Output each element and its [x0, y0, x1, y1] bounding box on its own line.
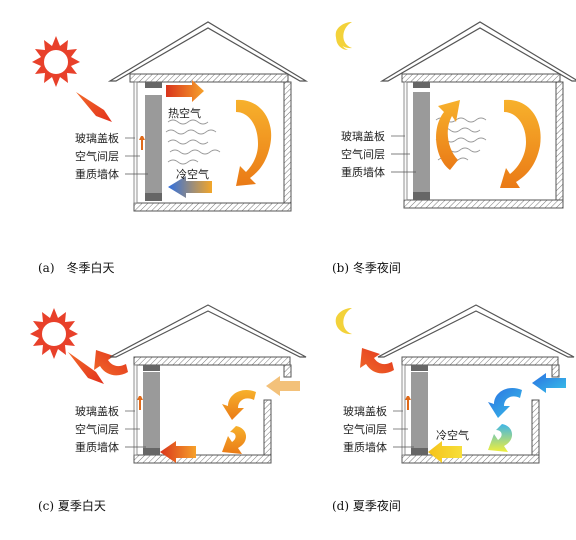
panel-a: 热空气 冷空气 玻璃盖板 空气间层 重质墙体 (a) 冬季白天	[32, 21, 309, 275]
swirl-arrow-upper-icon	[488, 387, 522, 418]
vent-top	[411, 365, 428, 371]
right-wall-upper	[551, 364, 560, 378]
heat-wave-icon	[165, 119, 221, 165]
right-wall-lower	[531, 399, 540, 463]
heavy-wall-label: 重质墙体	[75, 167, 119, 181]
panel-d-caption: (d) 夏季夜间	[332, 498, 401, 513]
moon-icon	[335, 308, 352, 335]
right-wall-upper	[283, 364, 292, 378]
glass-cover-label: 玻璃盖板	[341, 129, 385, 143]
right-wall	[555, 81, 564, 208]
exhaust-arrow-icon	[94, 350, 128, 376]
floor-slab	[133, 202, 292, 212]
glass-cover	[403, 81, 408, 201]
hot-air-arrow-icon	[166, 80, 204, 102]
vent-top	[145, 82, 162, 88]
floor-slab	[133, 454, 272, 464]
vent-bottom	[413, 192, 430, 200]
intake-arrow-icon	[266, 376, 300, 396]
vent-top	[413, 82, 430, 88]
air-layer-label: 空气间层	[75, 422, 119, 436]
sun-icon	[32, 36, 80, 87]
swirl-arrow-lower-icon	[488, 424, 513, 452]
wall-loop-arrow-icon	[436, 100, 460, 170]
glass-cover	[133, 364, 138, 456]
cold-air-arrow-icon	[168, 176, 212, 198]
vent-top	[143, 365, 160, 371]
hot-air-label: 热空气	[168, 106, 201, 120]
panel-a-caption: (a) 冬季白天	[38, 260, 115, 275]
circulation-arrow-icon	[500, 99, 541, 188]
ceiling-slab	[401, 356, 559, 366]
vent-bottom	[143, 448, 160, 455]
swirl-arrow-lower-icon	[222, 426, 247, 454]
cold-air-label: 冷空气	[436, 428, 469, 442]
panel-c: 玻璃盖板 空气间层 重质墙体 (c) 夏季白天	[30, 304, 307, 513]
heavy-wall	[145, 95, 162, 195]
ceiling-slab	[401, 73, 561, 83]
sun-icon	[30, 308, 78, 359]
updraft-arrow-icon	[137, 396, 143, 410]
house-roof	[107, 21, 309, 82]
heavy-wall	[413, 92, 430, 192]
house-roof	[109, 304, 307, 358]
air-layer-label: 空气间层	[75, 149, 119, 163]
intake-arrow-icon	[532, 373, 566, 393]
heavy-wall	[411, 372, 428, 448]
circulation-arrow-icon	[236, 99, 272, 186]
return-arrow-icon	[160, 441, 196, 463]
ceiling-slab	[129, 73, 289, 83]
heavy-wall-label: 重质墙体	[343, 440, 387, 454]
heavy-wall-label: 重质墙体	[75, 440, 119, 454]
ceiling-slab	[133, 356, 291, 366]
panel-d: 冷空气 玻璃盖板 空气间层 重质墙体 (d) 夏季夜间	[332, 304, 575, 513]
sun-ray-icon	[68, 352, 104, 384]
house-roof	[377, 304, 575, 358]
air-layer-label: 空气间层	[341, 147, 385, 161]
glass-cover-label: 玻璃盖板	[343, 404, 387, 418]
glass-cover	[133, 81, 138, 204]
vent-bottom	[411, 448, 428, 455]
glass-cover-label: 玻璃盖板	[75, 404, 119, 418]
panel-c-caption: (c) 夏季白天	[38, 498, 106, 513]
glass-cover	[401, 364, 406, 456]
exhaust-arrow-icon	[360, 348, 394, 374]
cold-air-label: 冷空气	[176, 167, 209, 181]
updraft-arrow-icon	[139, 136, 145, 150]
glass-cover-label: 玻璃盖板	[75, 131, 119, 145]
swirl-arrow-upper-icon	[222, 389, 256, 420]
house-roof	[379, 21, 576, 82]
sun-ray-icon	[76, 92, 112, 122]
right-wall-lower	[263, 399, 272, 463]
floor-slab	[403, 199, 564, 209]
cool-return-arrow-icon	[428, 441, 462, 463]
updraft-arrow-icon	[405, 396, 411, 410]
panel-b-caption: (b) 冬季夜间	[332, 260, 401, 275]
air-layer-label: 空气间层	[343, 422, 387, 436]
heavy-wall	[143, 372, 160, 448]
vent-bottom	[145, 193, 162, 201]
floor-slab	[401, 454, 540, 464]
panel-b: 玻璃盖板 空气间层 重质墙体 (b) 冬季夜间	[332, 21, 576, 275]
right-wall	[283, 81, 292, 211]
heavy-wall-label: 重质墙体	[341, 165, 385, 179]
moon-shape	[335, 22, 352, 49]
